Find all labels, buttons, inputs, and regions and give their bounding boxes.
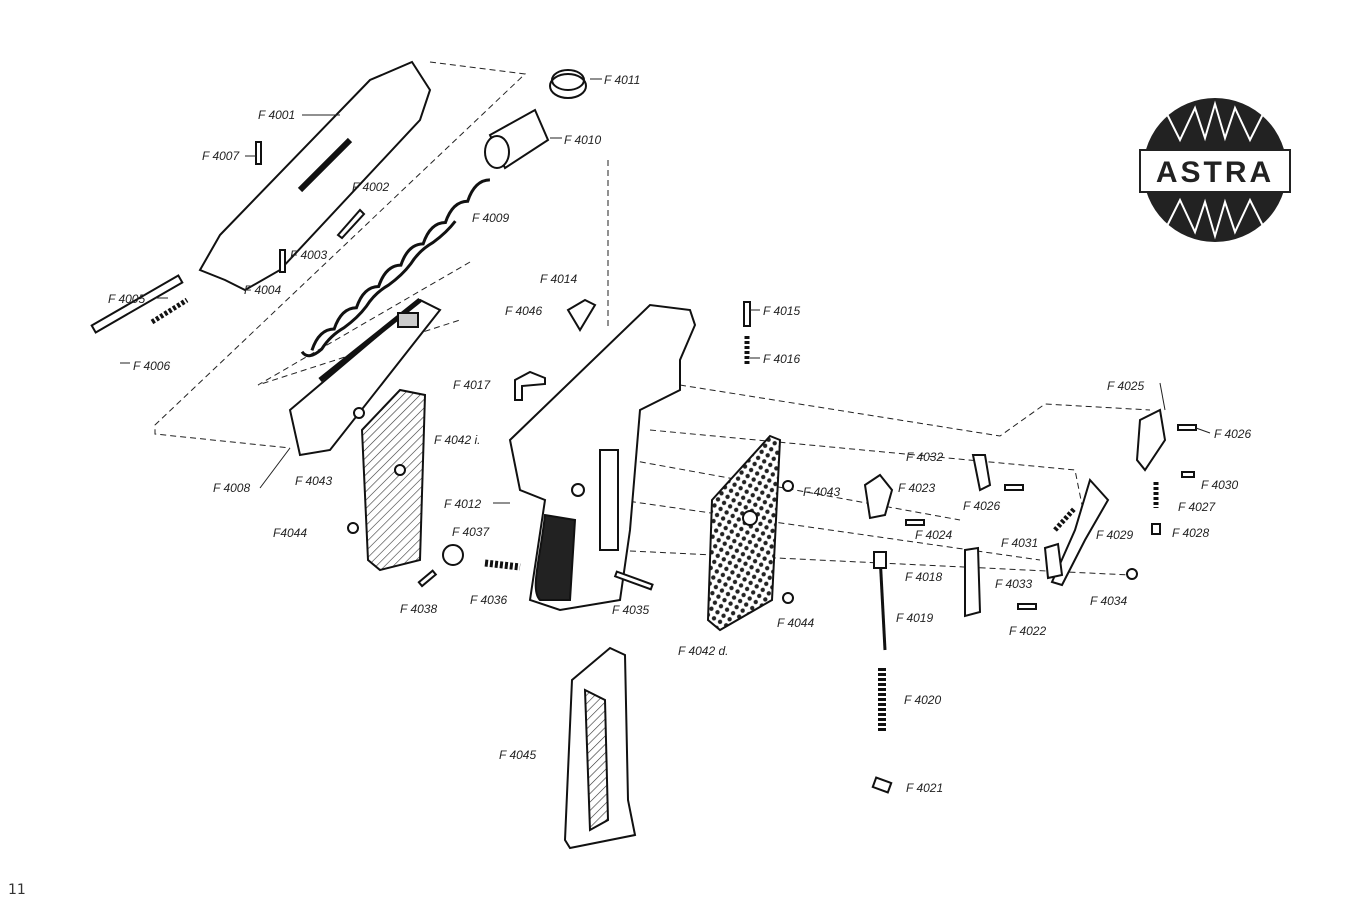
label-F4043a: F 4043 <box>295 474 333 488</box>
small-parts <box>347 298 1197 794</box>
label-F4006: F 4006 <box>133 359 171 373</box>
label-F4046: F 4046 <box>505 304 543 318</box>
extractor <box>336 208 366 240</box>
slide-stop <box>514 370 546 401</box>
bushing-4037 <box>442 544 464 566</box>
barrel <box>288 298 442 457</box>
label-F4026a: F 4026 <box>963 499 1001 513</box>
frame <box>508 303 697 612</box>
assembly-path-a <box>629 459 961 521</box>
label-F4014: F 4014 <box>540 272 578 286</box>
pin-4022 <box>1017 603 1037 610</box>
magazine <box>563 646 637 850</box>
magazine-catch <box>1043 542 1064 580</box>
assembly-path-spring <box>257 261 471 386</box>
mainspring-strut <box>878 554 887 651</box>
slide-group <box>90 60 432 334</box>
extractor-pin <box>279 249 286 273</box>
pin-4026b <box>1177 424 1197 431</box>
left-grip <box>360 388 427 572</box>
safety <box>566 298 597 332</box>
right-grip <box>706 434 782 632</box>
label-F4026b: F 4026 <box>1214 427 1252 441</box>
assembly-path-sear <box>649 429 1086 521</box>
label-F4033: F 4033 <box>995 577 1033 591</box>
assembly-path-c <box>609 549 1131 576</box>
assembly-path-hammer <box>679 384 1151 437</box>
label-F4034: F 4034 <box>1090 594 1128 608</box>
label-F4031: F 4031 <box>1001 536 1039 550</box>
screw-4044b <box>782 592 794 604</box>
assembly-path-slide <box>154 61 527 449</box>
label-F4020: F 4020 <box>904 693 942 707</box>
hammer <box>863 473 894 520</box>
label-F4043b: F 4043 <box>803 485 841 499</box>
label-F4042i: F 4042 i. <box>434 433 481 447</box>
label-F4032: F 4032 <box>906 450 944 464</box>
label-F4036: F 4036 <box>470 593 508 607</box>
screw-4044a <box>347 522 359 534</box>
label-F4004: F 4004 <box>244 283 282 297</box>
ejector <box>1135 408 1167 472</box>
page-number: 11 <box>8 882 26 898</box>
label-F4030: F 4030 <box>1201 478 1239 492</box>
label-F4012: F 4012 <box>444 497 482 511</box>
astra-logo: ASTRA <box>1139 98 1291 242</box>
label-F4024: F 4024 <box>915 528 953 542</box>
label-F4016: F 4016 <box>763 352 801 366</box>
pin-4015 <box>743 301 751 327</box>
label-F4005: F 4005 <box>108 292 146 306</box>
label-F4009: F 4009 <box>472 211 510 225</box>
mainspring-plug <box>871 776 893 794</box>
label-F4025: F 4025 <box>1107 379 1145 393</box>
recoil-spring <box>300 178 491 358</box>
spring-4036 <box>484 559 521 571</box>
label-F4019: F 4019 <box>896 611 934 625</box>
label-F4022: F 4022 <box>1009 624 1047 638</box>
label-F4021: F 4021 <box>906 781 944 795</box>
label-F4037: F 4037 <box>452 525 490 539</box>
label-F4017: F 4017 <box>453 378 491 392</box>
screw-4034 <box>1126 568 1138 580</box>
sear <box>971 454 992 492</box>
label-F4044a: F4044 <box>273 526 308 540</box>
screw-4043a <box>353 407 365 419</box>
pin-4038 <box>417 569 438 588</box>
label-F4015: F 4015 <box>763 304 801 318</box>
trigger-bar <box>1050 478 1110 587</box>
logo-text: ASTRA <box>1156 156 1274 189</box>
label-F4038: F 4038 <box>400 602 438 616</box>
label-F4045: F 4045 <box>499 748 537 762</box>
label-F4029: F 4029 <box>1096 528 1134 542</box>
label-F4018: F 4018 <box>905 570 943 584</box>
strut-head <box>873 551 887 569</box>
label-F4010: F 4010 <box>564 133 602 147</box>
label-F4007: F 4007 <box>202 149 240 163</box>
label-F4001: F 4001 <box>258 108 296 122</box>
label-F4027: F 4027 <box>1178 500 1216 514</box>
label-F4002: F 4002 <box>352 180 390 194</box>
leader-lines <box>120 78 1211 504</box>
slide-pin <box>255 141 262 165</box>
label-F4011: F 4011 <box>604 73 641 87</box>
pin-4035 <box>613 570 654 591</box>
label-F4003: F 4003 <box>290 248 328 262</box>
disconnector <box>964 546 982 618</box>
pin-4024 <box>905 519 925 526</box>
pin-4030 <box>1181 471 1195 478</box>
screw-4043b <box>782 480 794 492</box>
label-F4044b: F 4044 <box>777 616 815 630</box>
label-F4008: F 4008 <box>213 481 251 495</box>
label-F4035: F 4035 <box>612 603 650 617</box>
firing-pin-spring <box>150 297 189 325</box>
sear-spring <box>1053 506 1077 532</box>
barrel-bushing-group <box>484 69 587 170</box>
pin-4026a <box>1004 484 1024 491</box>
label-F4042d: F 4042 d. <box>678 644 729 658</box>
firing-pin <box>90 274 184 334</box>
screw-4028 <box>1151 523 1161 535</box>
label-F4028: F 4028 <box>1172 526 1210 540</box>
label-F4023: F 4023 <box>898 481 936 495</box>
